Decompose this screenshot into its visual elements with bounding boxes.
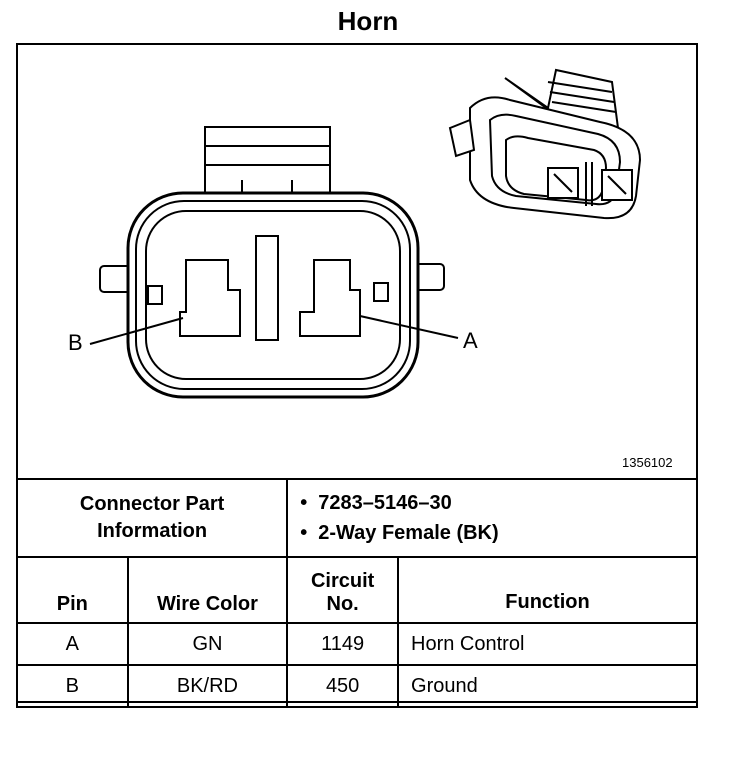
table-row: B BK/RD 450 Ground: [16, 664, 698, 708]
row-pin: A: [16, 622, 129, 666]
leader-line-a: [359, 315, 459, 339]
diagram-title: Horn: [337, 6, 399, 36]
header-pin: Pin: [16, 556, 129, 624]
row-circuit: 1149: [286, 622, 400, 666]
connector-part-label-line1: Connector Part: [79, 493, 225, 515]
connector-isometric-view: [448, 68, 642, 220]
header-circuit-line1: Circuit: [310, 570, 375, 592]
leader-line-b: [89, 317, 184, 345]
terminal-cavity-b: [179, 259, 241, 337]
row-wire-color: GN: [126, 622, 289, 666]
connector-part-label: Connector Part Information: [15, 478, 289, 558]
row-wire-color: BK/RD: [126, 664, 289, 708]
header-circuit-no: Circuit No.: [286, 556, 400, 624]
connector-table: Connector Part Information 7283–5146–30 …: [15, 478, 698, 708]
figure-code: 1356102: [622, 455, 673, 470]
pin-label-b: B: [68, 330, 83, 355]
row-function: Horn Control: [397, 622, 698, 666]
pin-label-a: A: [463, 328, 478, 353]
part-description: 2-Way Female (BK): [300, 518, 696, 548]
row-function: Ground: [397, 664, 698, 708]
table-row: A GN 1149 Horn Control: [16, 622, 698, 666]
part-number: 7283–5146–30: [300, 488, 696, 518]
header-function: Function: [397, 556, 698, 624]
connector-part-label-line2: Information: [97, 520, 208, 542]
connector-drawing: [89, 68, 642, 399]
row-pin: B: [16, 664, 129, 708]
header-circuit-line2: No.: [326, 593, 359, 615]
connector-face: [126, 191, 420, 399]
terminal-cavity-a: [299, 259, 361, 337]
header-wire-color: Wire Color: [126, 556, 289, 624]
connector-part-info: 7283–5146–30 2-Way Female (BK): [286, 478, 698, 558]
row-circuit: 450: [286, 664, 400, 708]
